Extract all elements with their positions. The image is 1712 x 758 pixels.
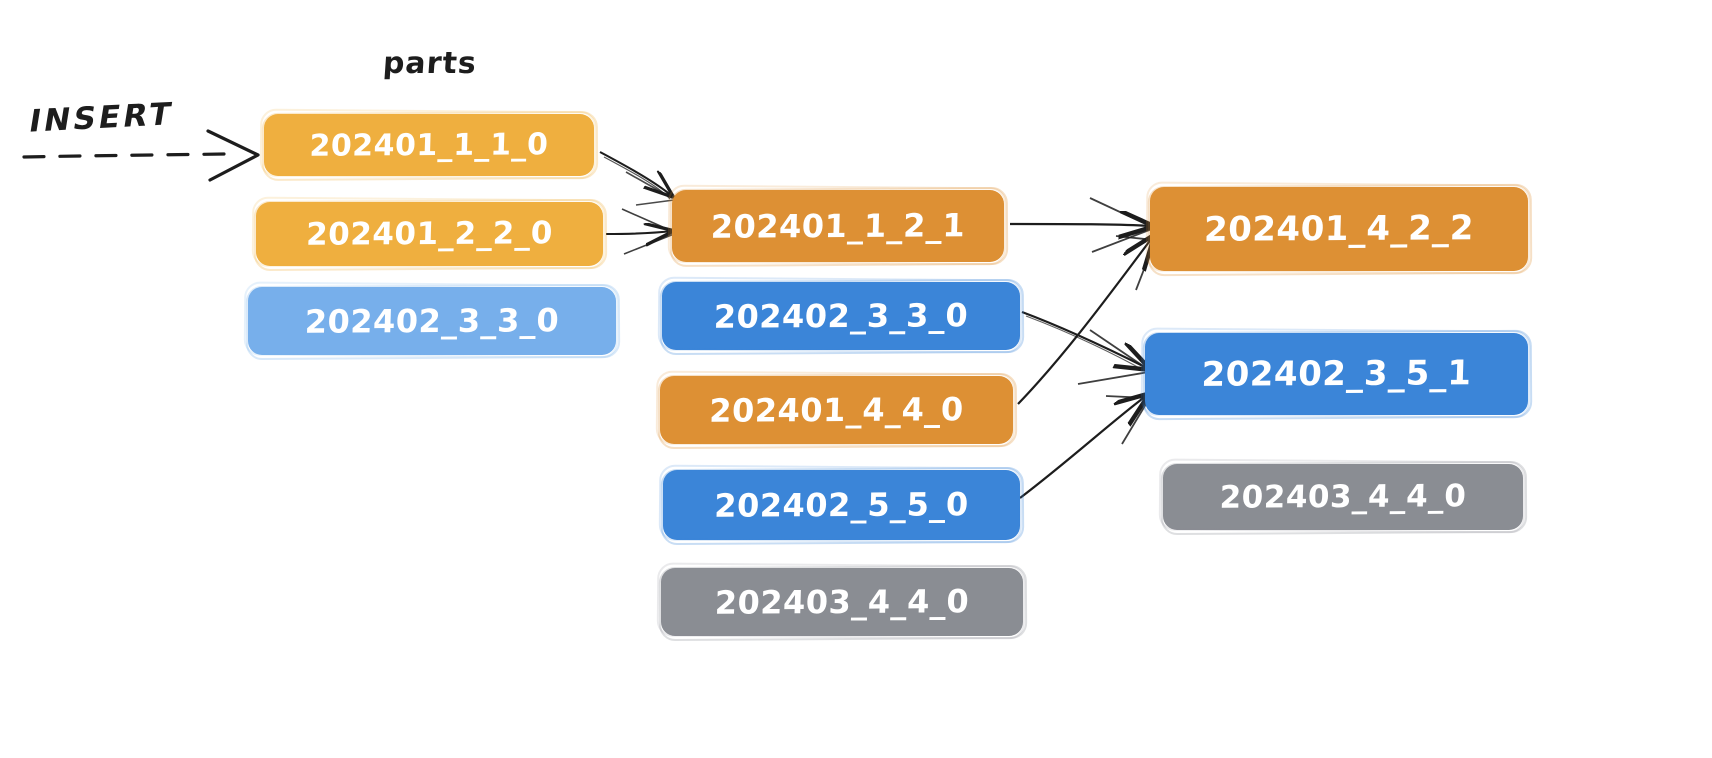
part-node[interactable]: 202402_3_5_1	[1145, 333, 1528, 415]
part-node[interactable]: 202402_3_3_0	[248, 287, 616, 355]
part-node-label: 202403_4_4_0	[1219, 478, 1467, 516]
edge-m4-to-r2	[1019, 396, 1149, 499]
part-node[interactable]: 202401_1_2_1	[672, 190, 1004, 262]
parts-title-label: parts	[381, 46, 478, 81]
part-node[interactable]: 202401_2_2_0	[256, 202, 603, 266]
edge-m1-to-r1	[1009, 197, 1152, 253]
part-node-label: 202402_5_5_0	[713, 485, 970, 525]
part-node-label: 202401_1_2_1	[710, 206, 966, 246]
part-node-label: 202402_3_3_0	[304, 301, 560, 341]
edge-n2-to-m1	[605, 208, 674, 255]
part-node-label: 202402_3_5_1	[1200, 353, 1473, 395]
insert-label: INSERT	[26, 96, 177, 140]
part-node[interactable]: 202403_4_4_0	[1163, 464, 1523, 530]
part-node-label: 202403_4_4_0	[714, 582, 970, 622]
part-node-label: 202401_2_2_0	[305, 215, 554, 253]
part-node[interactable]: 202402_3_3_0	[662, 282, 1020, 350]
part-node[interactable]: 202402_5_5_0	[663, 470, 1020, 540]
part-node-label: 202401_1_1_0	[309, 126, 549, 164]
edge-insert-to-first-part	[22, 129, 260, 182]
edge-m2-to-r2	[1021, 310, 1149, 385]
part-node[interactable]: 202401_1_1_0	[264, 114, 594, 176]
part-node[interactable]: 202401_4_2_2	[1150, 187, 1528, 271]
part-node[interactable]: 202401_4_4_0	[660, 376, 1013, 444]
part-node-label: 202401_4_4_0	[708, 390, 965, 430]
part-node-label: 202402_3_3_0	[713, 296, 969, 336]
part-node[interactable]: 202403_4_4_0	[661, 568, 1023, 636]
edge-n1-to-m1	[599, 151, 674, 206]
part-node-label: 202401_4_2_2	[1203, 208, 1475, 250]
edge-m3-to-r1	[1017, 236, 1155, 405]
